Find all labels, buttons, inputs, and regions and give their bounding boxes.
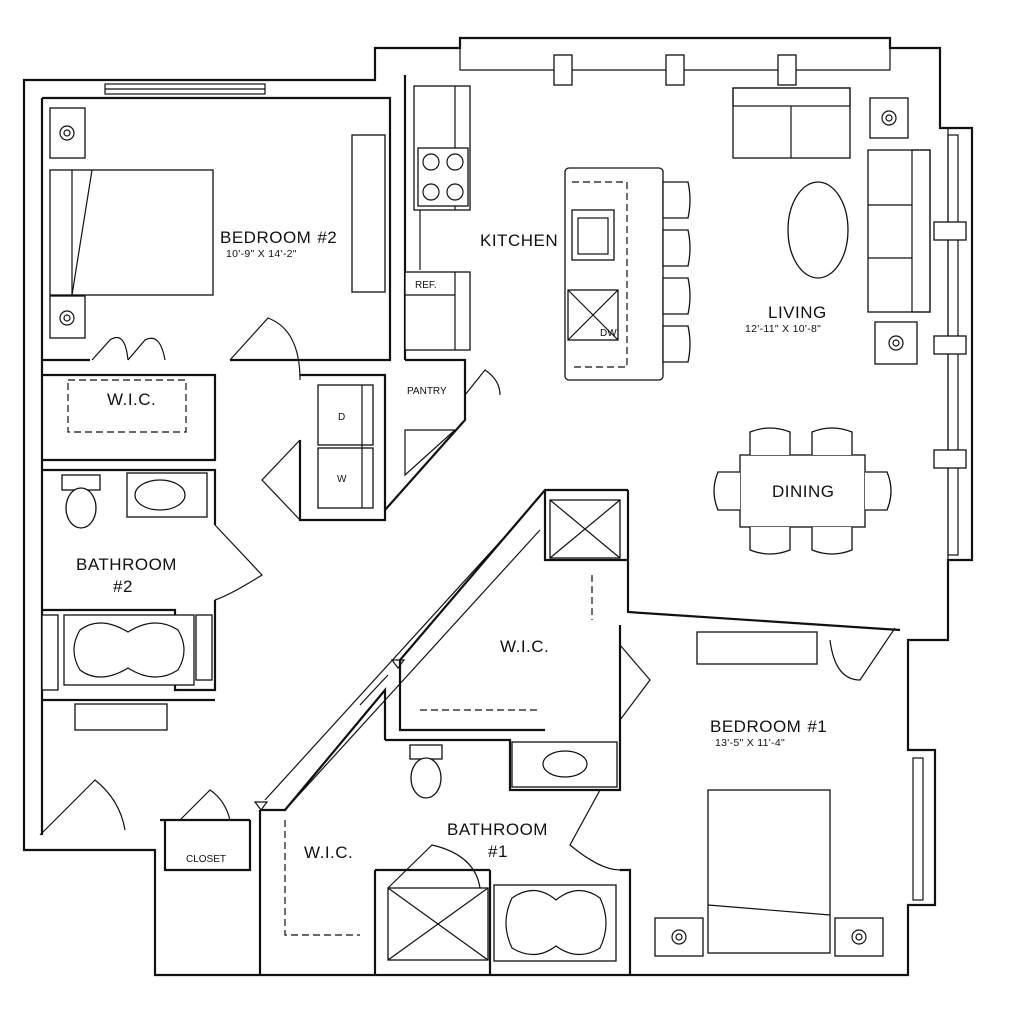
living-label: LIVING [768,303,827,322]
windows-right [912,134,967,901]
dryer-label: D [338,412,345,423]
doors [39,317,896,871]
bathroom1-fixtures [387,741,618,962]
wic-bed2-label: W.I.C. [107,390,156,409]
interior-walls [42,75,901,975]
bathroom2-label: BATHROOM [76,555,177,574]
windows-top [104,54,797,95]
dining-furniture [713,427,892,555]
washer-label: W [337,474,347,485]
wic-center-label: W.I.C. [500,637,549,656]
diagonal-closet-wall [264,519,541,811]
bathroom1-label: BATHROOM [447,820,548,839]
bathroom2-fixtures [41,472,213,731]
bedroom2-dims: 10'-9" X 14'-2" [226,248,297,260]
bedroom1-number: #1 [807,717,827,736]
closet-label: CLOSET [186,854,226,865]
lower-wic [253,801,360,936]
living-furniture [732,87,931,365]
bedroom1-label: BEDROOM#1 [710,717,827,736]
wic-bed2-shelf [67,379,187,433]
bedroom1-dims: 13'-5" X 11'-4" [715,737,785,749]
bedroom2-label: BEDROOM [220,228,311,247]
living-dims: 12'-11" X 10'-8" [745,323,821,335]
svg-text:BEDROOM#2: BEDROOM #2 [220,228,337,247]
dining-label: DINING [772,482,835,501]
laundry-fixtures [317,384,374,509]
pantry-label: PANTRY [407,386,447,397]
wic-lower-label: W.I.C. [304,843,353,862]
kitchen-label: KITCHEN [480,231,558,250]
bedroom1-furniture [654,631,884,957]
room-labels: BEDROOM #2 10'-9" X 14'-2" KITCHEN LIVING… [76,228,835,865]
kitchen-fixtures [404,85,691,477]
bathroom2-number: #2 [113,577,133,596]
dishwasher-label: DW [600,328,617,339]
bedroom2-number: #2 [317,228,337,247]
bedroom2-furniture [49,107,386,339]
refrigerator-label: REF. [415,280,437,291]
center-wic [390,499,621,711]
bathroom1-number: #1 [488,842,508,861]
